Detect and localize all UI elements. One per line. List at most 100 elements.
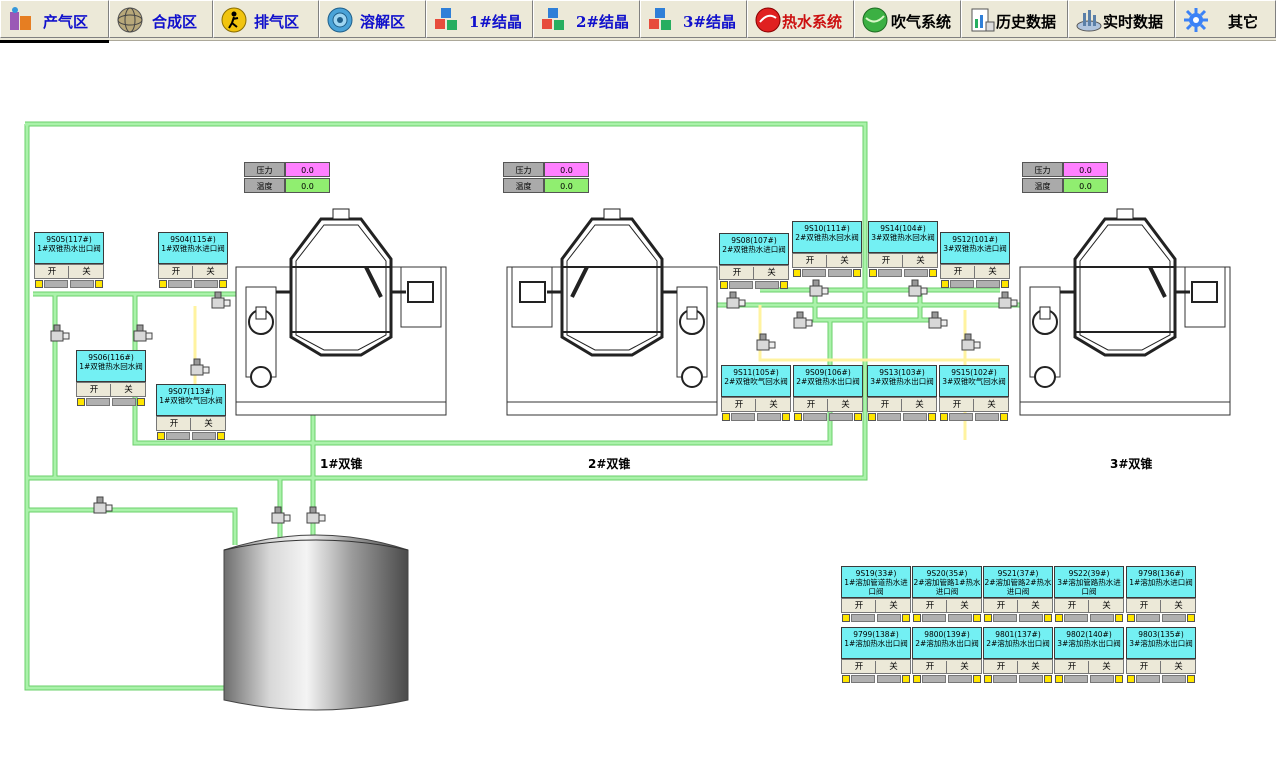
close-button[interactable]: 关 — [204, 419, 213, 429]
status-slot — [948, 614, 972, 622]
open-indicator — [842, 675, 850, 683]
valve-label: 9S22(39#)3#溶加管路热水进口阀 — [1054, 566, 1124, 598]
temperature-value: 0.0 — [285, 178, 330, 193]
open-button[interactable]: 开 — [914, 600, 947, 612]
valve-label: 9S09(106#)2#双锥热水出口阀 — [793, 365, 863, 397]
close-button[interactable]: 关 — [769, 400, 778, 410]
valve-id: 9S09(106#) — [805, 368, 851, 377]
tab-label: 热水系统 — [782, 13, 843, 31]
tab-blow[interactable]: 吹气系统 — [854, 0, 961, 38]
close-button[interactable]: 关 — [1031, 601, 1040, 611]
close-button[interactable]: 关 — [1031, 662, 1040, 672]
close-button[interactable]: 关 — [988, 267, 997, 277]
status-slot — [1064, 614, 1088, 622]
tab-crystal-1[interactable]: 1#结晶 — [426, 0, 533, 38]
open-button[interactable]: 开 — [870, 255, 903, 267]
open-button[interactable]: 开 — [78, 384, 111, 396]
close-button[interactable]: 关 — [960, 601, 969, 611]
valve-control-panel: 9S22(39#)3#溶加管路热水进口阀开 关 — [1054, 566, 1124, 622]
valve-control-panel: 9803(135#)3#溶加热水出口阀开关 — [1126, 627, 1196, 683]
open-button[interactable]: 开 — [985, 661, 1018, 673]
status-slot — [112, 398, 136, 406]
close-indicator — [782, 413, 790, 421]
status-slot — [829, 413, 853, 421]
blow-globe-icon — [862, 7, 888, 33]
open-button[interactable]: 开 — [158, 418, 191, 430]
valve-status-bar — [1126, 613, 1196, 622]
close-indicator — [1044, 675, 1052, 683]
valve-control-panel: 9798(136#)1#溶加热水进口阀开关 — [1126, 566, 1196, 622]
open-button[interactable]: 开 — [1128, 661, 1161, 673]
open-button[interactable]: 开 — [914, 661, 947, 673]
open-button[interactable]: 开 — [1056, 661, 1089, 673]
close-button[interactable]: 关 — [841, 400, 850, 410]
open-button[interactable]: 开 — [795, 399, 828, 411]
open-button[interactable]: 开 — [869, 399, 902, 411]
close-button[interactable]: 关 — [889, 601, 898, 611]
open-button[interactable]: 开 — [1128, 600, 1161, 612]
inline-valve-icon — [793, 311, 813, 329]
close-button[interactable]: 关 — [987, 400, 996, 410]
valve-status-bar — [983, 613, 1053, 622]
valve-control-panel: 9S14(104#)3#双锥热水回水阀开关 — [868, 221, 938, 277]
inline-valve-icon — [961, 333, 981, 351]
close-button[interactable]: 关 — [1174, 601, 1183, 611]
open-button[interactable]: 开 — [794, 255, 827, 267]
open-button[interactable]: 开 — [1056, 600, 1089, 612]
close-button[interactable]: 关 — [767, 268, 776, 278]
open-button[interactable]: 开 — [942, 266, 975, 278]
open-button[interactable]: 开 — [843, 600, 876, 612]
open-indicator — [913, 675, 921, 683]
open-button[interactable]: 开 — [721, 267, 754, 279]
valve-id: 9S06(116#) — [88, 353, 134, 362]
close-button[interactable]: 关 — [82, 267, 91, 277]
tab-synthesis[interactable]: 合成区 — [109, 0, 213, 38]
open-indicator — [868, 413, 876, 421]
open-button[interactable]: 开 — [723, 399, 756, 411]
close-indicator — [853, 269, 861, 277]
tab-dissolve[interactable]: 溶解区 — [319, 0, 426, 38]
close-button[interactable]: 关 — [915, 400, 924, 410]
open-button[interactable]: 开 — [160, 266, 193, 278]
close-button[interactable]: 关 — [124, 385, 133, 395]
open-button[interactable]: 开 — [843, 661, 876, 673]
valve-status-bar — [76, 397, 146, 406]
open-button[interactable]: 开 — [941, 399, 974, 411]
tab-realtime-data[interactable]: 实时数据 — [1068, 0, 1175, 38]
close-button[interactable]: 关 — [1174, 662, 1183, 672]
close-button[interactable]: 关 — [1102, 601, 1111, 611]
tab-hot-water[interactable]: 热水系统 — [747, 0, 854, 38]
status-slot — [877, 413, 901, 421]
close-button[interactable]: 关 — [206, 267, 215, 277]
valve-control-panel: 9S04(115#)1#双锥热水进口阀开关 — [158, 232, 228, 288]
valve-status-bar — [912, 613, 982, 622]
tab-exhaust[interactable]: 排气区 — [213, 0, 319, 38]
valve-id: 9S21(37#) — [997, 569, 1039, 578]
close-indicator — [137, 398, 145, 406]
tab-crystal-3[interactable]: 3#结晶 — [640, 0, 747, 38]
close-indicator — [217, 432, 225, 440]
close-button[interactable]: 关 — [889, 662, 898, 672]
tab-crystal-2[interactable]: 2#结晶 — [533, 0, 640, 38]
open-button[interactable]: 开 — [985, 600, 1018, 612]
crystal-cubes-icon — [435, 8, 457, 30]
tab-other[interactable]: 其它 — [1175, 0, 1276, 38]
status-slot — [729, 281, 753, 289]
close-button[interactable]: 关 — [1102, 662, 1111, 672]
open-indicator — [35, 280, 43, 288]
tab-history-data[interactable]: 历史数据 — [961, 0, 1068, 38]
close-button[interactable]: 关 — [960, 662, 969, 672]
valve-button-row: 开关 — [867, 397, 937, 412]
status-slot — [1064, 675, 1088, 683]
status-slot — [803, 413, 827, 421]
close-button[interactable]: 关 — [916, 256, 925, 266]
open-button[interactable]: 开 — [36, 266, 69, 278]
valve-button-row: 开关 — [912, 598, 982, 613]
tab-gas-production[interactable]: 产气区 — [0, 0, 109, 38]
status-slot — [949, 413, 973, 421]
history-data-icon — [971, 8, 995, 32]
status-slot — [993, 675, 1017, 683]
valve-status-bar — [912, 674, 982, 683]
valve-description: 1#双锥热水回水阀 — [79, 362, 143, 371]
close-button[interactable]: 关 — [840, 256, 849, 266]
